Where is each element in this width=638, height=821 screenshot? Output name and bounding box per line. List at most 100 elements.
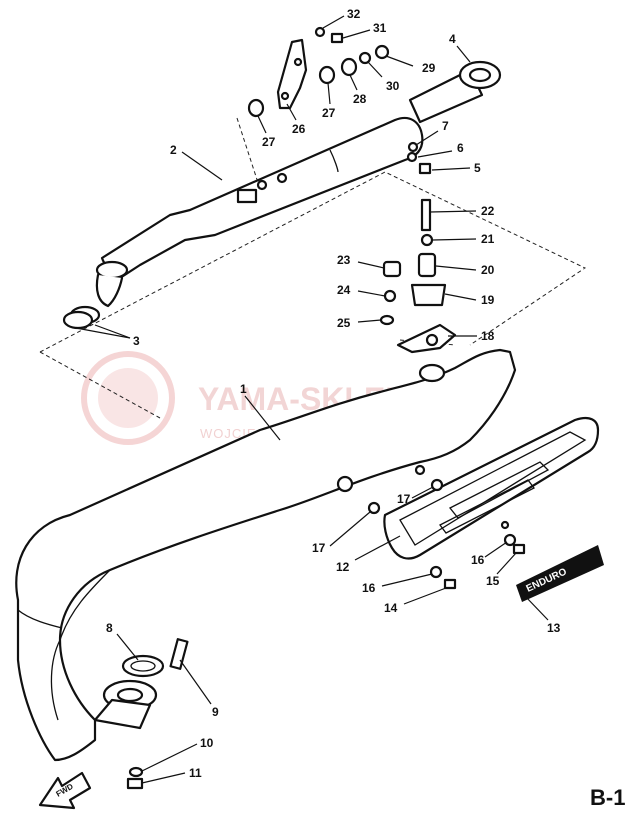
plate-18-hole xyxy=(425,333,439,347)
chamber-mount-top xyxy=(418,363,446,383)
leader-5 xyxy=(431,167,471,171)
callout-15: 15 xyxy=(486,574,500,588)
leader-1 xyxy=(244,395,281,441)
protector-fasteners xyxy=(367,464,526,590)
gasket-8-inner xyxy=(130,660,156,672)
callout-18: 18 xyxy=(481,329,495,343)
callout-27-left: 27 xyxy=(262,135,276,149)
callout-3: 3 xyxy=(133,334,140,348)
leader-13 xyxy=(524,595,549,621)
callout-6: 6 xyxy=(457,141,464,155)
pipe-bend-inner xyxy=(59,569,111,641)
grommet-27-left xyxy=(247,98,265,118)
callout-13: 13 xyxy=(547,621,561,635)
callout-19: 19 xyxy=(481,293,495,307)
cap-29 xyxy=(374,44,390,60)
leader-30 xyxy=(367,61,383,78)
assembly-boundary-line xyxy=(39,171,587,353)
leader-8 xyxy=(116,633,139,661)
collar-20 xyxy=(417,252,437,278)
callout-17-left: 17 xyxy=(312,541,326,555)
tail-pipe-opening xyxy=(468,67,492,83)
decal-shape xyxy=(516,545,604,602)
silencer-bolt xyxy=(256,179,268,191)
leader-10 xyxy=(141,743,198,772)
callout-10: 10 xyxy=(200,736,214,750)
callout-31: 31 xyxy=(373,21,387,35)
leader-15 xyxy=(496,552,517,575)
washer-10 xyxy=(128,766,144,778)
callout-22: 22 xyxy=(481,204,495,218)
leader-7 xyxy=(415,130,439,146)
damper-19 xyxy=(410,283,447,307)
gasket-8 xyxy=(121,654,165,678)
top-hardware xyxy=(247,26,390,118)
callout-12: 12 xyxy=(336,560,350,574)
heat-protector xyxy=(383,416,600,560)
callout-1: 1 xyxy=(240,382,247,396)
pipe-inlet-neck xyxy=(93,698,152,730)
callout-14: 14 xyxy=(384,601,398,615)
callout-4: 4 xyxy=(449,32,456,46)
mount-hardware xyxy=(379,198,457,383)
screw-15 xyxy=(512,543,526,555)
nut-11 xyxy=(126,777,144,790)
callout-7: 7 xyxy=(442,119,449,133)
callout-20: 20 xyxy=(481,263,495,277)
bolt-31 xyxy=(330,32,344,44)
collar-7 xyxy=(407,141,419,153)
leader-19 xyxy=(444,293,477,301)
silencer-bracket-26 xyxy=(276,38,308,110)
leader-31 xyxy=(342,29,371,39)
leader-4 xyxy=(456,45,471,63)
washer-16-right xyxy=(503,533,517,547)
callout-27-right: 27 xyxy=(322,106,336,120)
callout-5: 5 xyxy=(474,161,481,175)
leader-2 xyxy=(181,151,223,181)
washer-17-right xyxy=(430,478,444,492)
gasket-3-b xyxy=(62,310,94,330)
assembly-boundary-line-left xyxy=(39,351,161,419)
callout-16-right: 16 xyxy=(471,553,485,567)
leader-3b xyxy=(75,327,131,339)
callout-29: 29 xyxy=(422,61,436,75)
callout-32: 32 xyxy=(347,7,361,21)
leader-25 xyxy=(357,319,382,323)
callout-numbers: 1 2 3 4 5 6 7 8 9 10 11 12 13 14 15 16 1… xyxy=(106,7,561,780)
screw-14 xyxy=(443,578,457,590)
enduro-decal: ENDURO xyxy=(516,545,604,602)
leader-lines xyxy=(75,15,549,784)
bracket-hole-lower xyxy=(280,91,290,101)
leader-26 xyxy=(286,103,297,121)
callout-21: 21 xyxy=(481,232,495,246)
callout-2: 2 xyxy=(170,143,177,157)
leader-3a xyxy=(94,324,131,339)
leader-32 xyxy=(322,15,345,29)
sheet-code: B-1 xyxy=(590,785,625,810)
callout-28: 28 xyxy=(353,92,367,106)
leader-29 xyxy=(385,55,414,67)
washer-6 xyxy=(406,151,418,163)
watermark-logo-core xyxy=(98,368,158,428)
callout-26: 26 xyxy=(292,122,306,136)
washer-16-left xyxy=(429,565,443,579)
callout-11: 11 xyxy=(189,766,202,780)
silencer-seam xyxy=(329,149,339,173)
callout-8: 8 xyxy=(106,621,113,635)
nut-32 xyxy=(314,26,326,38)
silencer-bolt-2 xyxy=(276,172,288,184)
callout-23: 23 xyxy=(337,253,351,267)
leader-27b xyxy=(327,82,331,105)
leader-17a xyxy=(329,511,371,547)
washer-30 xyxy=(358,51,372,65)
screw-17 xyxy=(414,464,426,476)
leader-28 xyxy=(349,74,358,91)
callout-16-left: 16 xyxy=(362,581,376,595)
leader-12 xyxy=(354,535,401,561)
chamber-mount-boss xyxy=(336,475,354,493)
bolt-22 xyxy=(420,198,432,232)
leader-6 xyxy=(417,150,453,158)
leader-23 xyxy=(357,261,385,269)
